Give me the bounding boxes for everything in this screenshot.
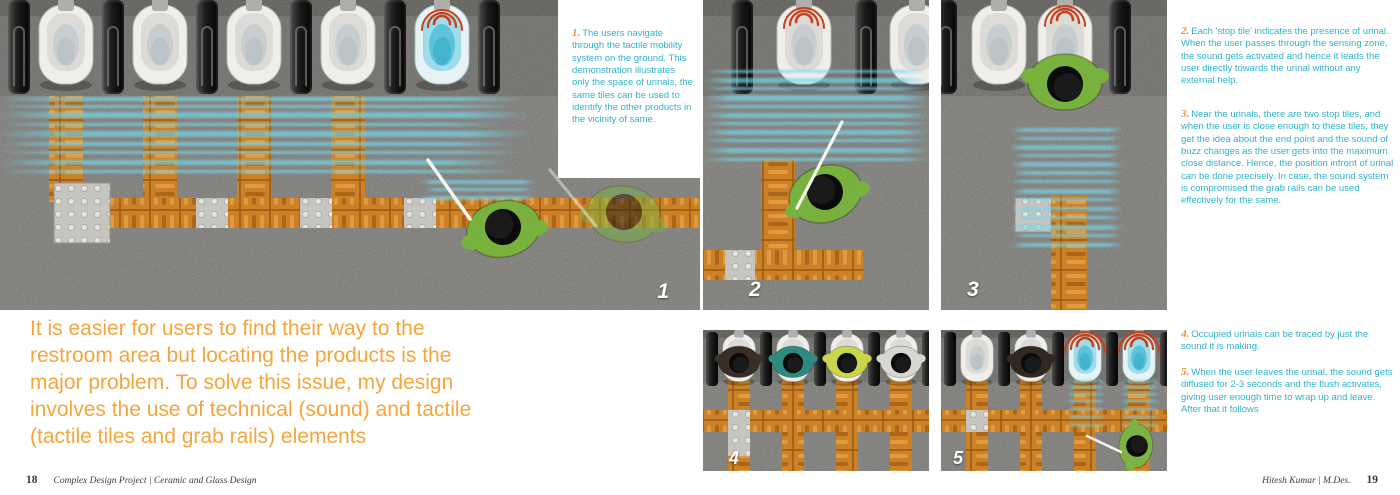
intro-statement: It is easier for users to find their way… <box>30 317 472 448</box>
annotation-5-number: 5. <box>1181 366 1190 378</box>
tactile-path <box>1014 196 1087 310</box>
sound-field <box>1009 128 1123 247</box>
figure-2-label: 2 <box>749 278 762 301</box>
figure-2-scene <box>703 0 929 310</box>
footer-left: 18 Complex Design Project | Ceramic and G… <box>26 474 257 486</box>
tactile-path <box>941 376 1167 471</box>
annotation-2-text: Each 'stop tile' indicates the presence … <box>1181 26 1389 87</box>
annotation-3: 3.Near the urinals, there are two stop t… <box>1181 107 1395 208</box>
annotation-4-text: Occupied urinals can be traced by just t… <box>1181 329 1369 353</box>
annotation-4: 4.Occupied urinals can be traced by just… <box>1181 327 1395 354</box>
white-cane-ghost <box>548 168 598 228</box>
figure-3-scene <box>941 0 1167 310</box>
annotation-3-text: Near the urinals, there are two stop til… <box>1181 109 1394 207</box>
white-cane <box>795 120 844 210</box>
white-cane <box>426 158 472 221</box>
figure-2: 2 <box>703 0 929 310</box>
white-cane <box>1085 434 1123 454</box>
footer-left-title: Complex Design Project | Ceramic and Gla… <box>53 476 257 486</box>
figure-3: 3 <box>941 0 1167 310</box>
tactile-path <box>703 160 863 280</box>
figure-3-label: 3 <box>967 278 980 301</box>
page-number-left: 18 <box>26 474 38 486</box>
figure-4: 4 <box>703 330 929 471</box>
figure-5-scene <box>941 330 1167 471</box>
footer-right-title: Hitesh Kumar | M.Des. <box>1262 476 1351 486</box>
footer-right: Hitesh Kumar | M.Des. 19 <box>1262 474 1378 486</box>
partitions <box>706 332 929 386</box>
annotation-1-number: 1. <box>572 27 581 39</box>
annotation-1: 1.The users navigate through the tactile… <box>558 0 703 178</box>
annotation-5: 5.When the user leaves the urinal, the s… <box>1181 365 1395 416</box>
urinal <box>971 0 1027 92</box>
figure-1-label: 1 <box>657 280 670 303</box>
figure-5-label: 5 <box>953 448 965 468</box>
figure-5: 5 <box>941 330 1167 471</box>
page-number-right: 19 <box>1366 474 1379 486</box>
figure-4-label: 4 <box>729 448 741 468</box>
partition <box>1108 0 1132 95</box>
annotation-2: 2.Each 'stop tile' indicates the presenc… <box>1181 24 1395 88</box>
partitions <box>944 332 1167 386</box>
partition <box>941 0 958 95</box>
sound-field <box>703 70 929 161</box>
annotation-2-number: 2. <box>1181 25 1190 37</box>
annotation-1-text: The users navigate through the tactile m… <box>572 28 693 126</box>
annotation-5-text: When the user leaves the urinal, the sou… <box>1181 367 1393 416</box>
sound-field <box>0 97 536 200</box>
figure-4-scene <box>703 330 929 471</box>
annotation-4-number: 4. <box>1181 328 1190 340</box>
annotation-3-number: 3. <box>1181 108 1190 120</box>
